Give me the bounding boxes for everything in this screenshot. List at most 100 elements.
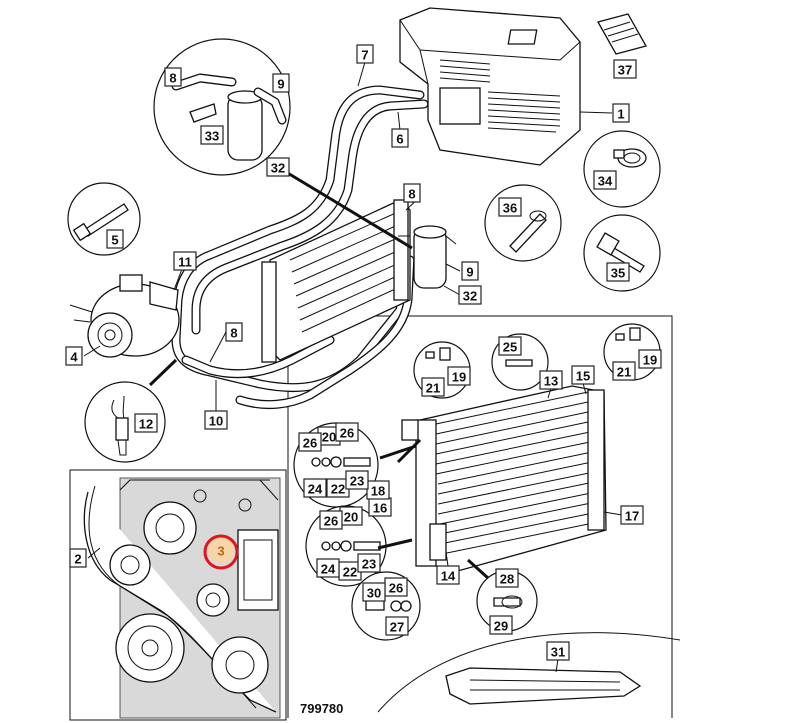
callout-label: 33 [205, 129, 219, 144]
callout-label: 22 [343, 565, 357, 580]
callout-c26b[interactable]: 26 [335, 422, 359, 442]
callout-c37[interactable]: 37 [613, 59, 637, 79]
callout-c26c[interactable]: 26 [319, 510, 343, 530]
callout-c8a[interactable]: 8 [164, 67, 182, 87]
callout-box [225, 322, 243, 342]
callout-box [546, 641, 570, 661]
callout-label: 10 [209, 414, 223, 429]
callout-label: 14 [441, 569, 456, 584]
callout-c10[interactable]: 10 [204, 410, 228, 430]
callout-label: 30 [367, 586, 381, 601]
callout-c17[interactable]: 17 [620, 505, 644, 525]
callout-c2[interactable]: 2 [69, 548, 87, 568]
callout-c27[interactable]: 27 [385, 616, 409, 636]
lower-bracket [445, 667, 642, 705]
callout-box [495, 568, 519, 588]
callout-box [612, 103, 630, 123]
callout-label: 28 [500, 572, 514, 587]
callout-box [357, 553, 381, 573]
callout-c28[interactable]: 28 [495, 568, 519, 588]
callout-c7[interactable]: 7 [356, 44, 374, 64]
callout-c22a[interactable]: 22 [326, 478, 350, 498]
callout-box [571, 365, 595, 385]
callout-c30[interactable]: 30 [362, 582, 386, 602]
callout-box [204, 410, 228, 430]
callout-label: 34 [598, 174, 613, 189]
callout-c32b[interactable]: 32 [458, 285, 482, 305]
callout-box [458, 285, 482, 305]
callout-c29[interactable]: 29 [489, 615, 513, 635]
callout-c36[interactable]: 36 [498, 197, 522, 217]
callout-c24b[interactable]: 24 [316, 558, 340, 578]
callout-3-label: 3 [217, 544, 224, 559]
callout-box [447, 366, 471, 386]
callout-box [266, 157, 290, 177]
callout-c1[interactable]: 1 [612, 103, 630, 123]
callout-c23a[interactable]: 23 [345, 470, 369, 490]
callout-box [298, 432, 322, 452]
callout-box [421, 377, 445, 397]
callout-box [498, 336, 522, 356]
callout-label: 16 [373, 501, 387, 516]
callout-c31[interactable]: 31 [546, 641, 570, 661]
callout-box [303, 478, 327, 498]
callout-label: 27 [390, 620, 404, 635]
callout-c25[interactable]: 25 [498, 336, 522, 356]
callout-box [362, 582, 386, 602]
callout-c19b[interactable]: 19 [638, 349, 662, 369]
callout-layer: 1245678889910111213141516171819192020212… [65, 44, 662, 661]
callout-c22b[interactable]: 22 [338, 561, 362, 581]
callout-c35[interactable]: 35 [606, 262, 630, 282]
callout-c4[interactable]: 4 [65, 346, 83, 366]
callout-c23b[interactable]: 23 [357, 553, 381, 573]
callout-label: 29 [494, 619, 508, 634]
callout-c34[interactable]: 34 [593, 170, 617, 190]
callout-c16[interactable]: 16 [368, 497, 392, 517]
leader-12 [148, 358, 178, 387]
callout-c24a[interactable]: 24 [303, 478, 327, 498]
callout-box [173, 251, 197, 271]
callout-c32a[interactable]: 32 [266, 157, 290, 177]
callout-c8c[interactable]: 8 [225, 322, 243, 342]
callout-label: 11 [178, 255, 192, 270]
callout-c9b[interactable]: 9 [461, 261, 479, 281]
callout-label: 5 [111, 233, 118, 248]
callout-label: 19 [452, 370, 466, 385]
callout-label: 17 [625, 509, 639, 524]
callout-c6[interactable]: 6 [391, 128, 409, 148]
callout-c8b[interactable]: 8 [403, 183, 421, 203]
callout-3-highlighted[interactable]: 3 [203, 534, 239, 570]
callout-c5[interactable]: 5 [106, 229, 124, 249]
callout-c13[interactable]: 13 [539, 370, 563, 390]
callout-label: 23 [350, 474, 364, 489]
callout-label: 32 [463, 289, 477, 304]
callout-c15[interactable]: 15 [571, 365, 595, 385]
pressure-switch-detail [84, 381, 166, 463]
callout-label: 8 [169, 71, 176, 86]
refrigerant-hoses [171, 85, 429, 409]
figure-number: 799780 [300, 701, 343, 716]
callout-c26d[interactable]: 26 [384, 577, 408, 597]
callout-label: 4 [70, 350, 78, 365]
callout-box [272, 73, 290, 93]
callout-c12[interactable]: 12 [134, 413, 158, 433]
callout-c26a[interactable]: 26 [298, 432, 322, 452]
callout-c18[interactable]: 18 [366, 480, 390, 500]
callout-label: 24 [308, 482, 323, 497]
leader-18 [396, 438, 422, 464]
callout-c14[interactable]: 14 [436, 565, 460, 585]
callout-c9a[interactable]: 9 [272, 73, 290, 93]
callout-label: 37 [618, 63, 632, 78]
callout-label: 22 [331, 482, 345, 497]
callout-c19a[interactable]: 19 [447, 366, 471, 386]
compressor [69, 274, 180, 358]
callout-label: 26 [324, 514, 338, 529]
callout-c33[interactable]: 33 [200, 125, 224, 145]
callout-c11[interactable]: 11 [173, 251, 197, 271]
callout-box [391, 128, 409, 148]
receiver-drier-upper [398, 225, 457, 289]
callout-box [612, 361, 636, 381]
callout-c21b[interactable]: 21 [612, 361, 636, 381]
callout-c20b[interactable]: 20 [339, 506, 363, 526]
callout-c21a[interactable]: 21 [421, 377, 445, 397]
